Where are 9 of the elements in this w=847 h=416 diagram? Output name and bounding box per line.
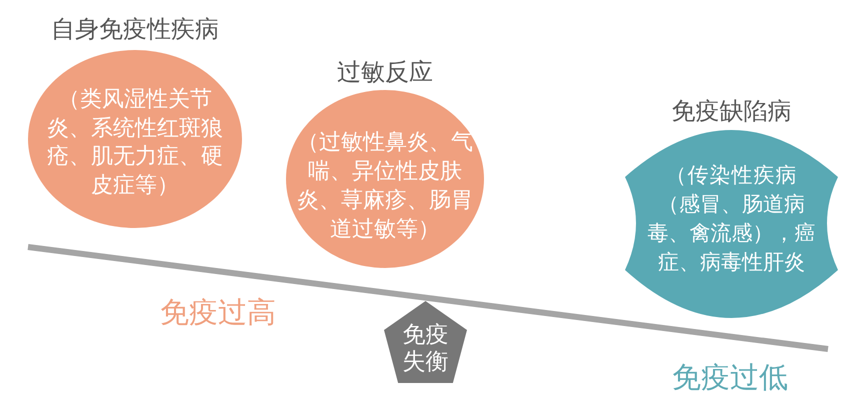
scale-label: 免疫过低: [672, 360, 788, 394]
disease-list: （类风湿性关节炎、系统性红斑狼疮、肌无力症、硬皮症等）: [42, 86, 228, 200]
category-heading: 免疫缺陷病: [672, 97, 792, 126]
category-heading: 自身免疫性疾病: [51, 15, 219, 44]
disease-list: （过敏性鼻炎、气喘、异位性皮肤炎、荨麻疹、肠胃道过敏等）: [292, 128, 478, 244]
disease-list: （传染性疾病（感冒、肠道病毒、禽流感），癌症、病毒性肝炎: [646, 161, 818, 277]
category-heading: 过敏反应: [337, 58, 433, 87]
scale-label: 免疫过高: [160, 295, 276, 329]
balance-label: 免疫失衡: [402, 322, 450, 376]
